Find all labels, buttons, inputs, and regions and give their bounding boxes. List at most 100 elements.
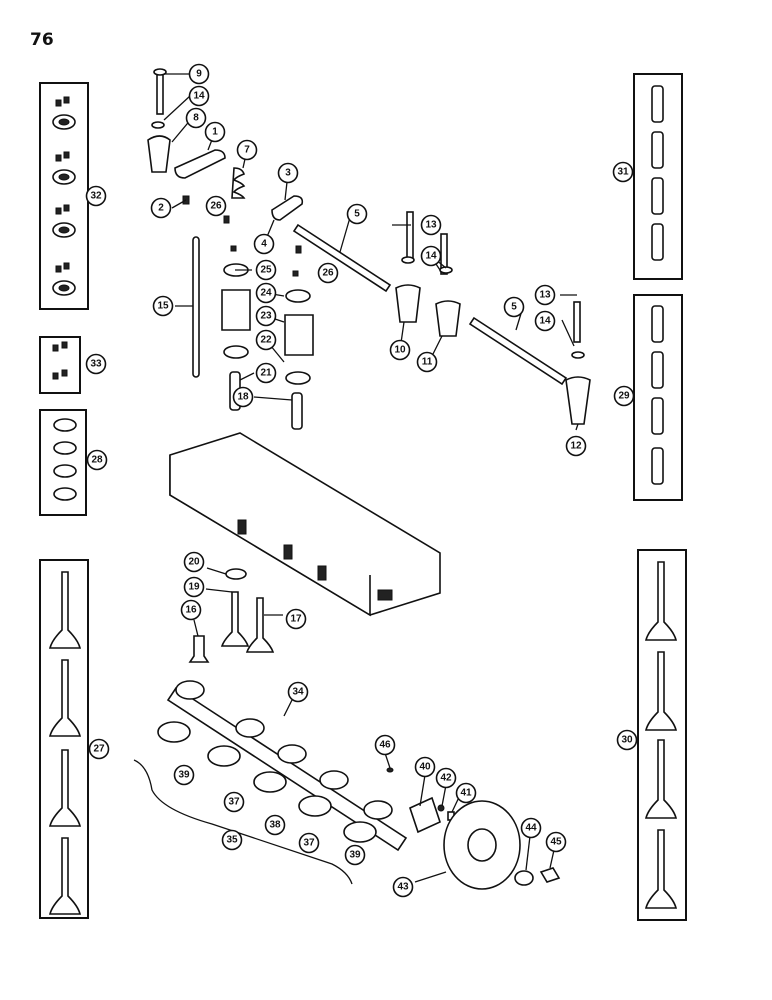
callout-40: 40 (414, 756, 436, 778)
svg-text:33: 33 (90, 359, 102, 370)
callout-31: 31 (612, 161, 634, 183)
svg-text:45: 45 (550, 837, 562, 848)
callout-14a: 14 (188, 85, 210, 107)
svg-text:14: 14 (193, 91, 205, 102)
callout-19: 19 (183, 576, 205, 598)
svg-text:34: 34 (292, 687, 304, 698)
svg-text:17: 17 (290, 614, 302, 625)
callout-33: 33 (85, 353, 107, 375)
svg-text:10: 10 (394, 345, 406, 356)
callout-3: 3 (277, 162, 299, 184)
svg-text:31: 31 (617, 167, 629, 178)
callout-9: 9 (188, 63, 210, 85)
kit-box-31 (633, 73, 683, 280)
kit-box-28 (39, 409, 87, 516)
svg-text:14: 14 (425, 251, 437, 262)
svg-text:23: 23 (260, 311, 272, 322)
callout-34: 34 (287, 681, 309, 703)
svg-text:3: 3 (285, 168, 291, 179)
svg-text:9: 9 (196, 69, 202, 80)
callout-11: 11 (416, 351, 438, 373)
svg-text:7: 7 (244, 145, 250, 156)
svg-text:37: 37 (228, 797, 240, 808)
svg-text:27: 27 (93, 744, 105, 755)
svg-text:5: 5 (354, 209, 360, 220)
svg-text:13: 13 (425, 220, 437, 231)
callout-17: 17 (285, 608, 307, 630)
svg-text:44: 44 (525, 823, 537, 834)
callout-23: 23 (255, 305, 277, 327)
callout-14b: 14 (420, 245, 442, 267)
callout-37b: 37 (298, 832, 320, 854)
svg-text:2: 2 (158, 203, 164, 214)
callout-2: 2 (150, 197, 172, 219)
callout-27: 27 (88, 738, 110, 760)
camshaft (166, 680, 408, 852)
callout-15: 15 (152, 295, 174, 317)
callout-12: 12 (565, 435, 587, 457)
callout-21: 21 (255, 362, 277, 384)
svg-text:5: 5 (511, 302, 517, 313)
svg-text:25: 25 (260, 265, 272, 276)
callout-26b: 26 (317, 262, 339, 284)
callout-28: 28 (86, 449, 108, 471)
svg-text:22: 22 (260, 335, 272, 346)
svg-text:46: 46 (379, 740, 391, 751)
svg-text:40: 40 (419, 762, 431, 773)
callout-16: 16 (180, 599, 202, 621)
kit-box-30 (637, 549, 687, 921)
svg-text:18: 18 (237, 392, 249, 403)
callout-4: 4 (253, 233, 275, 255)
callout-7: 7 (236, 139, 258, 161)
cam-bushings (133, 721, 377, 885)
svg-text:1: 1 (212, 127, 218, 138)
callout-39b: 39 (344, 844, 366, 866)
callout-44: 44 (520, 817, 542, 839)
cylinder-head (169, 432, 441, 617)
callout-10: 10 (389, 339, 411, 361)
svg-text:24: 24 (260, 288, 272, 299)
kit-box-32 (39, 82, 89, 310)
callout-13a: 13 (420, 214, 442, 236)
callout-13b: 13 (534, 284, 556, 306)
valve-parts (188, 568, 275, 663)
svg-text:38: 38 (269, 820, 281, 831)
callout-25: 25 (255, 259, 277, 281)
callout-29: 29 (613, 385, 635, 407)
svg-text:21: 21 (260, 368, 272, 379)
callout-37a: 37 (223, 791, 245, 813)
rocker-parts (147, 68, 591, 430)
svg-text:28: 28 (91, 455, 103, 466)
callout-30: 30 (616, 729, 638, 751)
callout-1: 1 (204, 121, 226, 143)
callout-14c: 14 (534, 310, 556, 332)
svg-text:15: 15 (157, 301, 169, 312)
callout-26a: 26 (205, 195, 227, 217)
callout-8: 8 (185, 107, 207, 129)
callout-22: 22 (255, 329, 277, 351)
svg-text:41: 41 (460, 788, 472, 799)
callout-46: 46 (374, 734, 396, 756)
svg-text:13: 13 (539, 290, 551, 301)
svg-text:37: 37 (303, 838, 315, 849)
callout-18: 18 (232, 386, 254, 408)
svg-text:4: 4 (261, 239, 267, 250)
gear-parts (386, 767, 561, 890)
svg-text:8: 8 (193, 113, 199, 124)
callout-20: 20 (183, 551, 205, 573)
svg-text:30: 30 (621, 735, 633, 746)
callout-32: 32 (85, 185, 107, 207)
kit-box-29 (633, 294, 683, 501)
svg-text:20: 20 (188, 557, 200, 568)
callout-35: 35 (221, 829, 243, 851)
svg-text:12: 12 (570, 441, 582, 452)
callout-45: 45 (545, 831, 567, 853)
svg-text:26: 26 (210, 201, 222, 212)
kit-box-33 (39, 336, 81, 394)
svg-text:19: 19 (188, 582, 200, 593)
callout-43: 43 (392, 876, 414, 898)
callout-39a: 39 (173, 764, 195, 786)
svg-text:11: 11 (422, 357, 433, 368)
svg-text:26: 26 (322, 268, 334, 279)
svg-text:16: 16 (185, 605, 197, 616)
